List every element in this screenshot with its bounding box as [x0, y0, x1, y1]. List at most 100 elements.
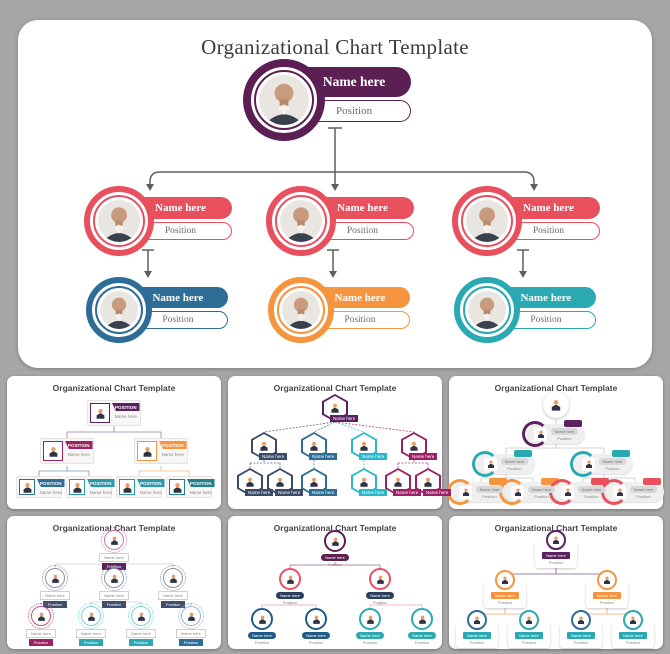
- person-icon: [330, 536, 341, 547]
- person-icon: [408, 440, 420, 452]
- tab-accent: [489, 478, 507, 485]
- mini-position: Position: [599, 600, 615, 605]
- avatar-ring: [571, 610, 591, 630]
- mini-position: Position: [507, 465, 522, 471]
- mini-position: Position: [128, 639, 154, 646]
- mini-name: Name here: [359, 453, 388, 460]
- thumbnail-title: Organizational Chart Template: [52, 523, 176, 533]
- mini-position: Position: [482, 493, 497, 499]
- person-icon: [576, 615, 586, 625]
- person-icon: [94, 407, 107, 420]
- mini-name: Name here: [40, 591, 70, 600]
- profile-photo: [98, 200, 140, 242]
- person-icon: [602, 575, 612, 585]
- mini-name: Name here: [89, 490, 112, 495]
- avatar-frame: [353, 434, 375, 458]
- mini-node: Name here: [251, 432, 288, 460]
- avatar-ring: [78, 603, 104, 629]
- person-icon: [615, 487, 625, 497]
- mini-name: Name here: [598, 457, 627, 465]
- person-icon: [47, 445, 60, 458]
- org-node-staff-right: Name here Position: [454, 277, 596, 343]
- avatar-ring: [251, 608, 273, 630]
- mini-name: Name here: [475, 485, 504, 493]
- avatar-frame: [582, 457, 595, 471]
- mini-position: Position: [42, 601, 68, 608]
- mini-position: Position: [521, 640, 537, 645]
- mini-name: Name here: [593, 592, 621, 599]
- thumbnail-title: Organizational Chart Template: [52, 383, 176, 393]
- mini-node: Name here: [237, 468, 274, 496]
- person-icon: [563, 487, 573, 497]
- avatar-frame: [169, 479, 185, 495]
- person-icon: [258, 440, 270, 452]
- avatar-frame: [417, 470, 439, 494]
- person-icon: [121, 481, 134, 494]
- thumbnail-title: Organizational Chart Template: [273, 383, 397, 393]
- mini-node: Name here: [385, 468, 422, 496]
- mini-name: Name here: [491, 592, 519, 599]
- mini-name: Name here: [275, 489, 304, 496]
- mini-position: Position: [101, 563, 127, 570]
- avatar-ring: [359, 608, 381, 630]
- person-icon: [628, 615, 638, 625]
- mini-name: Name here: [393, 489, 422, 496]
- mini-position-ribbon: POSITION: [112, 403, 140, 411]
- mini-position: Position: [605, 465, 620, 471]
- person-icon: [274, 476, 286, 488]
- avatar-ring: [28, 603, 54, 629]
- mini-position: Position: [573, 640, 589, 645]
- person-icon: [417, 614, 428, 625]
- mini-position: Position: [308, 640, 324, 645]
- tab-accent: [564, 420, 582, 427]
- person-icon: [472, 615, 482, 625]
- mini-name: Name here: [550, 427, 579, 435]
- person-icon: [329, 402, 341, 414]
- org-node-staff-center: Name here Position: [268, 277, 410, 343]
- mini-name: Name here: [126, 629, 156, 638]
- mini-name: Name here: [359, 489, 388, 496]
- avatar-ring: [42, 565, 68, 591]
- mini-position: Position: [625, 640, 641, 645]
- mini-name: Name here: [259, 453, 288, 460]
- photo-ring: [243, 59, 325, 141]
- mini-name: Name here: [309, 489, 338, 496]
- photo-ring: [454, 277, 520, 343]
- avatar-ring: [369, 568, 391, 590]
- person-icon: [285, 574, 296, 585]
- avatar-ring: [101, 565, 127, 591]
- person-icon: [536, 429, 546, 439]
- mini-position: Position: [160, 601, 186, 608]
- avatar-ring: [279, 568, 301, 590]
- person-icon: [21, 481, 34, 494]
- mini-name: Name here: [463, 632, 491, 639]
- person-icon: [308, 440, 320, 452]
- avatar-ring: [160, 565, 186, 591]
- mini-name: Name here: [114, 414, 137, 419]
- profile-photo: [466, 200, 508, 242]
- thumbnail-slide-2[interactable]: Organizational Chart Template Name here …: [228, 376, 452, 509]
- person-icon: [109, 535, 120, 546]
- mini-position: Position: [282, 600, 298, 605]
- person-icon: [86, 611, 97, 622]
- org-node-staff-left: Name here Position: [86, 277, 228, 343]
- arc-accent: [522, 421, 548, 447]
- avatar-ring: [101, 527, 127, 553]
